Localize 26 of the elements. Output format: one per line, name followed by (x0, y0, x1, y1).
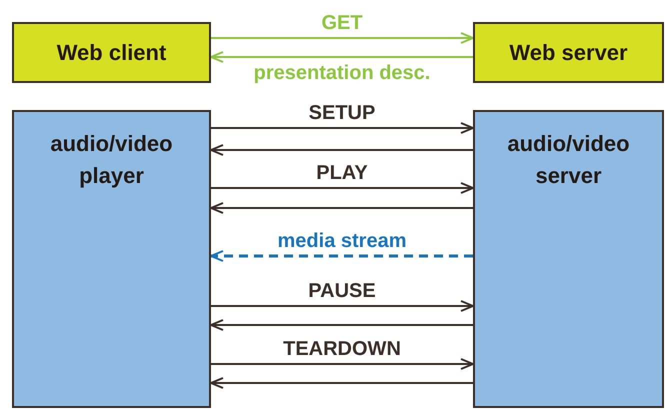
arrow (210, 202, 473, 214)
arrow (211, 300, 474, 312)
box (473, 22, 664, 83)
node-label: audio/video server (506, 130, 631, 190)
arrow (211, 32, 474, 44)
edge-label: media stream (278, 229, 406, 253)
arrow (210, 250, 473, 262)
arrow (210, 51, 473, 63)
arrow (211, 122, 474, 134)
arrow (210, 319, 473, 331)
node-label: Web server (509, 38, 628, 66)
arrow (211, 182, 474, 194)
box (473, 110, 664, 408)
node-label: Web client (56, 38, 166, 66)
edge-label: presentation desc. (254, 61, 430, 85)
arrow (211, 358, 474, 370)
arrow (210, 377, 473, 389)
edge-label: PLAY (316, 161, 368, 185)
arrow (210, 144, 473, 156)
edge-label: TEARDOWN (283, 337, 401, 361)
edge-label: GET (321, 11, 363, 35)
edge-label: SETUP (308, 101, 376, 125)
box (12, 22, 211, 83)
node-label: audio/video player (49, 130, 174, 190)
box (12, 110, 211, 408)
edge-label: PAUSE (308, 279, 376, 303)
